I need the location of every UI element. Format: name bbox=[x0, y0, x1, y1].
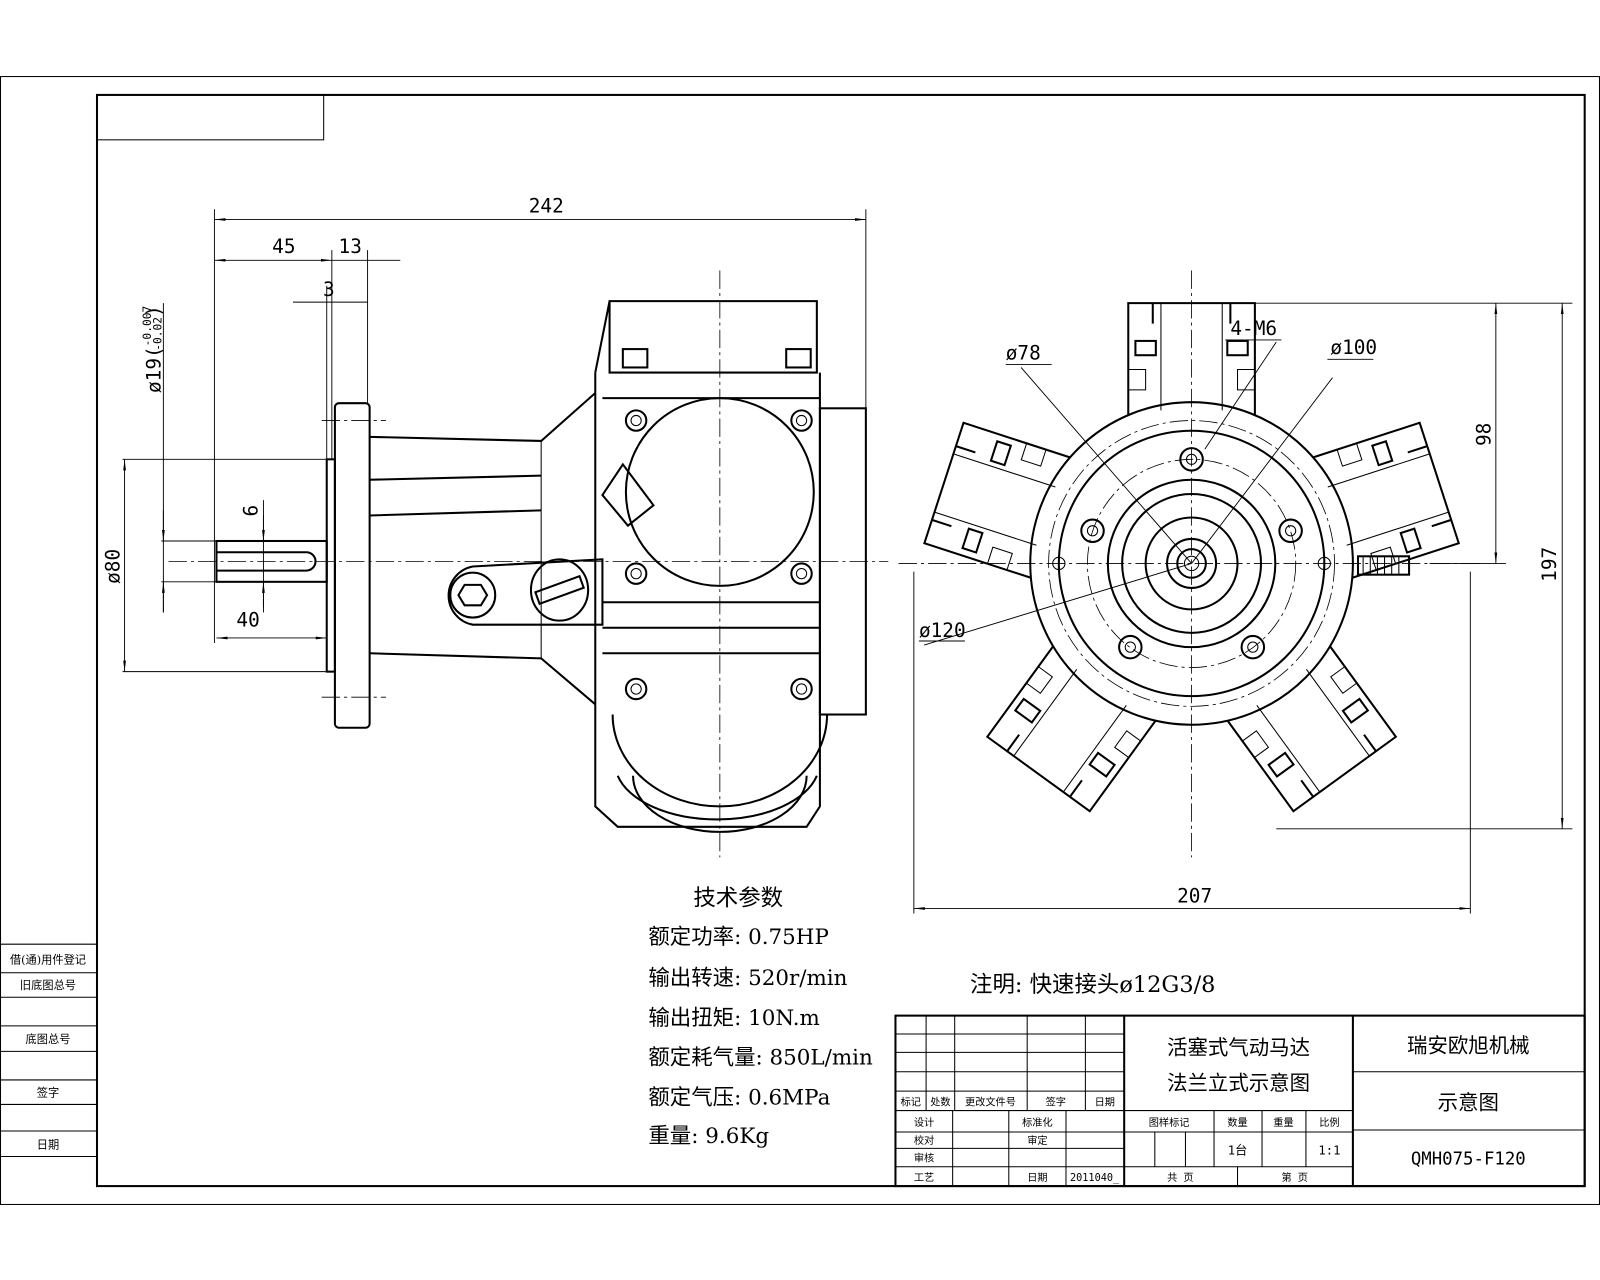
side-view-dimensions: 242 45 13 3 ø19(-0.007-0.02) ø80 6 40 bbox=[101, 194, 867, 673]
inner-frame bbox=[95, 93, 1586, 1188]
quantity-value: 1台 bbox=[1228, 1142, 1248, 1157]
page-number: 第 页 bbox=[1281, 1171, 1308, 1184]
header-date: 日期 bbox=[1095, 1096, 1115, 1108]
role-review: 审核 bbox=[914, 1152, 934, 1165]
header-change-doc: 更改文件号 bbox=[965, 1095, 1016, 1108]
side-view bbox=[168, 270, 889, 858]
tech-specs: 技术参数 额定功率: 0.75HP 输出转速: 520r/min 输出扭矩: 1… bbox=[648, 885, 873, 1149]
product-subtitle: 法兰立式示意图 bbox=[1167, 1071, 1310, 1095]
spec-line: 额定功率: 0.75HP bbox=[648, 925, 829, 950]
date-value: 2011040_ bbox=[1070, 1173, 1120, 1184]
scale-value: 1:1 bbox=[1318, 1143, 1340, 1157]
spec-line: 输出扭矩: 10N.m bbox=[648, 1006, 820, 1031]
dim-78: ø78 bbox=[1006, 341, 1041, 364]
side-record-table: 借(通)用件登记 旧底图总号 底图总号 签字 日期 bbox=[0, 943, 98, 1158]
company-name: 瑞安欧旭机械 bbox=[1407, 1033, 1529, 1057]
model-number: QMH075-F120 bbox=[1411, 1150, 1526, 1170]
role-check: 校对 bbox=[914, 1134, 934, 1147]
dim-shaft-diameter: ø19(-0.007-0.02) bbox=[141, 305, 165, 393]
spec-line: 输出转速: 520r/min bbox=[648, 966, 847, 991]
dim-6: 6 bbox=[239, 505, 262, 517]
spec-line: 重量: 9.6Kg bbox=[648, 1124, 769, 1149]
date-label: 日期 bbox=[1027, 1172, 1047, 1184]
dim-80: ø80 bbox=[101, 549, 124, 584]
front-view bbox=[898, 270, 1481, 858]
attr-scale: 比例 bbox=[1319, 1116, 1339, 1129]
role-design: 设计 bbox=[914, 1116, 934, 1129]
dim-120: ø120 bbox=[919, 619, 966, 642]
dim-40: 40 bbox=[236, 609, 259, 632]
role-standardize: 标准化 bbox=[1022, 1116, 1053, 1129]
side-label: 签字 bbox=[37, 1085, 59, 1099]
bolt-holes bbox=[1052, 447, 1331, 660]
dim-3: 3 bbox=[323, 278, 335, 301]
attr-drawing-mark: 图样标记 bbox=[1149, 1116, 1190, 1129]
side-label: 底图总号 bbox=[26, 1032, 71, 1046]
title-block: 标记 处数 更改文件号 签字 日期 设计 标准化 校对 审定 审核 工艺 日期 … bbox=[894, 1014, 1586, 1188]
header-count: 处数 bbox=[930, 1095, 950, 1108]
role-process: 工艺 bbox=[914, 1172, 934, 1184]
dim-197: 197 bbox=[1538, 547, 1561, 582]
dim-207: 207 bbox=[1177, 884, 1212, 907]
dim-4-m6: 4-M6 bbox=[1230, 317, 1277, 340]
outer-frame bbox=[0, 76, 1600, 1205]
dim-100: ø100 bbox=[1330, 336, 1377, 359]
specs-title: 技术参数 bbox=[693, 885, 783, 911]
dim-242: 242 bbox=[529, 194, 564, 217]
dim-13: 13 bbox=[339, 235, 362, 258]
spec-line: 额定气压: 0.6MPa bbox=[648, 1085, 830, 1110]
header-mark: 标记 bbox=[901, 1096, 921, 1108]
dim-45: 45 bbox=[272, 235, 295, 258]
role-approve: 审定 bbox=[1027, 1134, 1047, 1147]
attr-weight: 重量 bbox=[1273, 1116, 1293, 1129]
product-name: 活塞式气动马达 bbox=[1167, 1035, 1310, 1059]
note: 注明: 快速接头ø12G3/8 bbox=[970, 972, 1215, 998]
front-view-dimensions: ø78 4-M6 ø100 ø120 98 197 207 bbox=[913, 302, 1573, 914]
doc-type: 示意图 bbox=[1438, 1091, 1499, 1115]
spec-line: 额定耗气量: 850L/min bbox=[648, 1046, 873, 1071]
attr-quantity: 数量 bbox=[1227, 1116, 1247, 1129]
total-pages: 共 页 bbox=[1167, 1172, 1194, 1184]
header-signature: 签字 bbox=[1046, 1095, 1066, 1108]
dim-98: 98 bbox=[1473, 423, 1496, 446]
side-label: 借(通)用件登记 bbox=[10, 953, 86, 967]
top-left-box bbox=[96, 94, 325, 141]
side-label: 旧底图总号 bbox=[20, 978, 76, 992]
screw-icon bbox=[621, 348, 813, 701]
side-label: 日期 bbox=[37, 1138, 59, 1151]
